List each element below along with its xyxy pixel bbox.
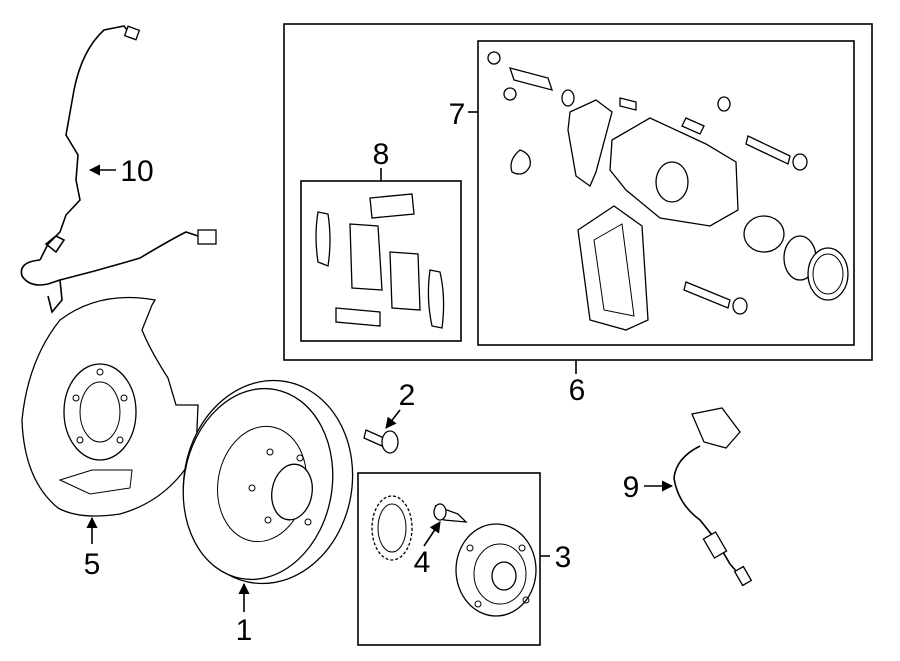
callout-4: 4 — [414, 546, 431, 579]
brake-caliper — [487, 51, 849, 331]
caliper-inner-box — [477, 40, 855, 346]
callout-7: 7 — [449, 98, 466, 131]
callout-1: 1 — [236, 614, 253, 647]
callout-9: 9 — [623, 471, 640, 504]
hub-bearing-assembly — [371, 495, 537, 617]
callout-10: 10 — [120, 155, 153, 188]
leader-4 — [423, 521, 441, 547]
brake-rotor — [182, 379, 354, 585]
dust-shield — [21, 296, 199, 517]
callout-2: 2 — [399, 379, 416, 412]
leader-2 — [385, 409, 401, 429]
abs-sensor-wire-rear — [673, 407, 753, 587]
hub-bearing-box — [357, 472, 541, 646]
rotor-screw — [363, 429, 399, 454]
callout-6: 6 — [569, 374, 586, 407]
brake-pads — [315, 193, 445, 329]
abs-sensor-wire-front — [20, 25, 217, 314]
callout-3: 3 — [555, 541, 572, 574]
caliper-assembly-outer-box — [283, 23, 873, 361]
callout-8: 8 — [373, 138, 390, 171]
callout-5: 5 — [84, 548, 101, 581]
